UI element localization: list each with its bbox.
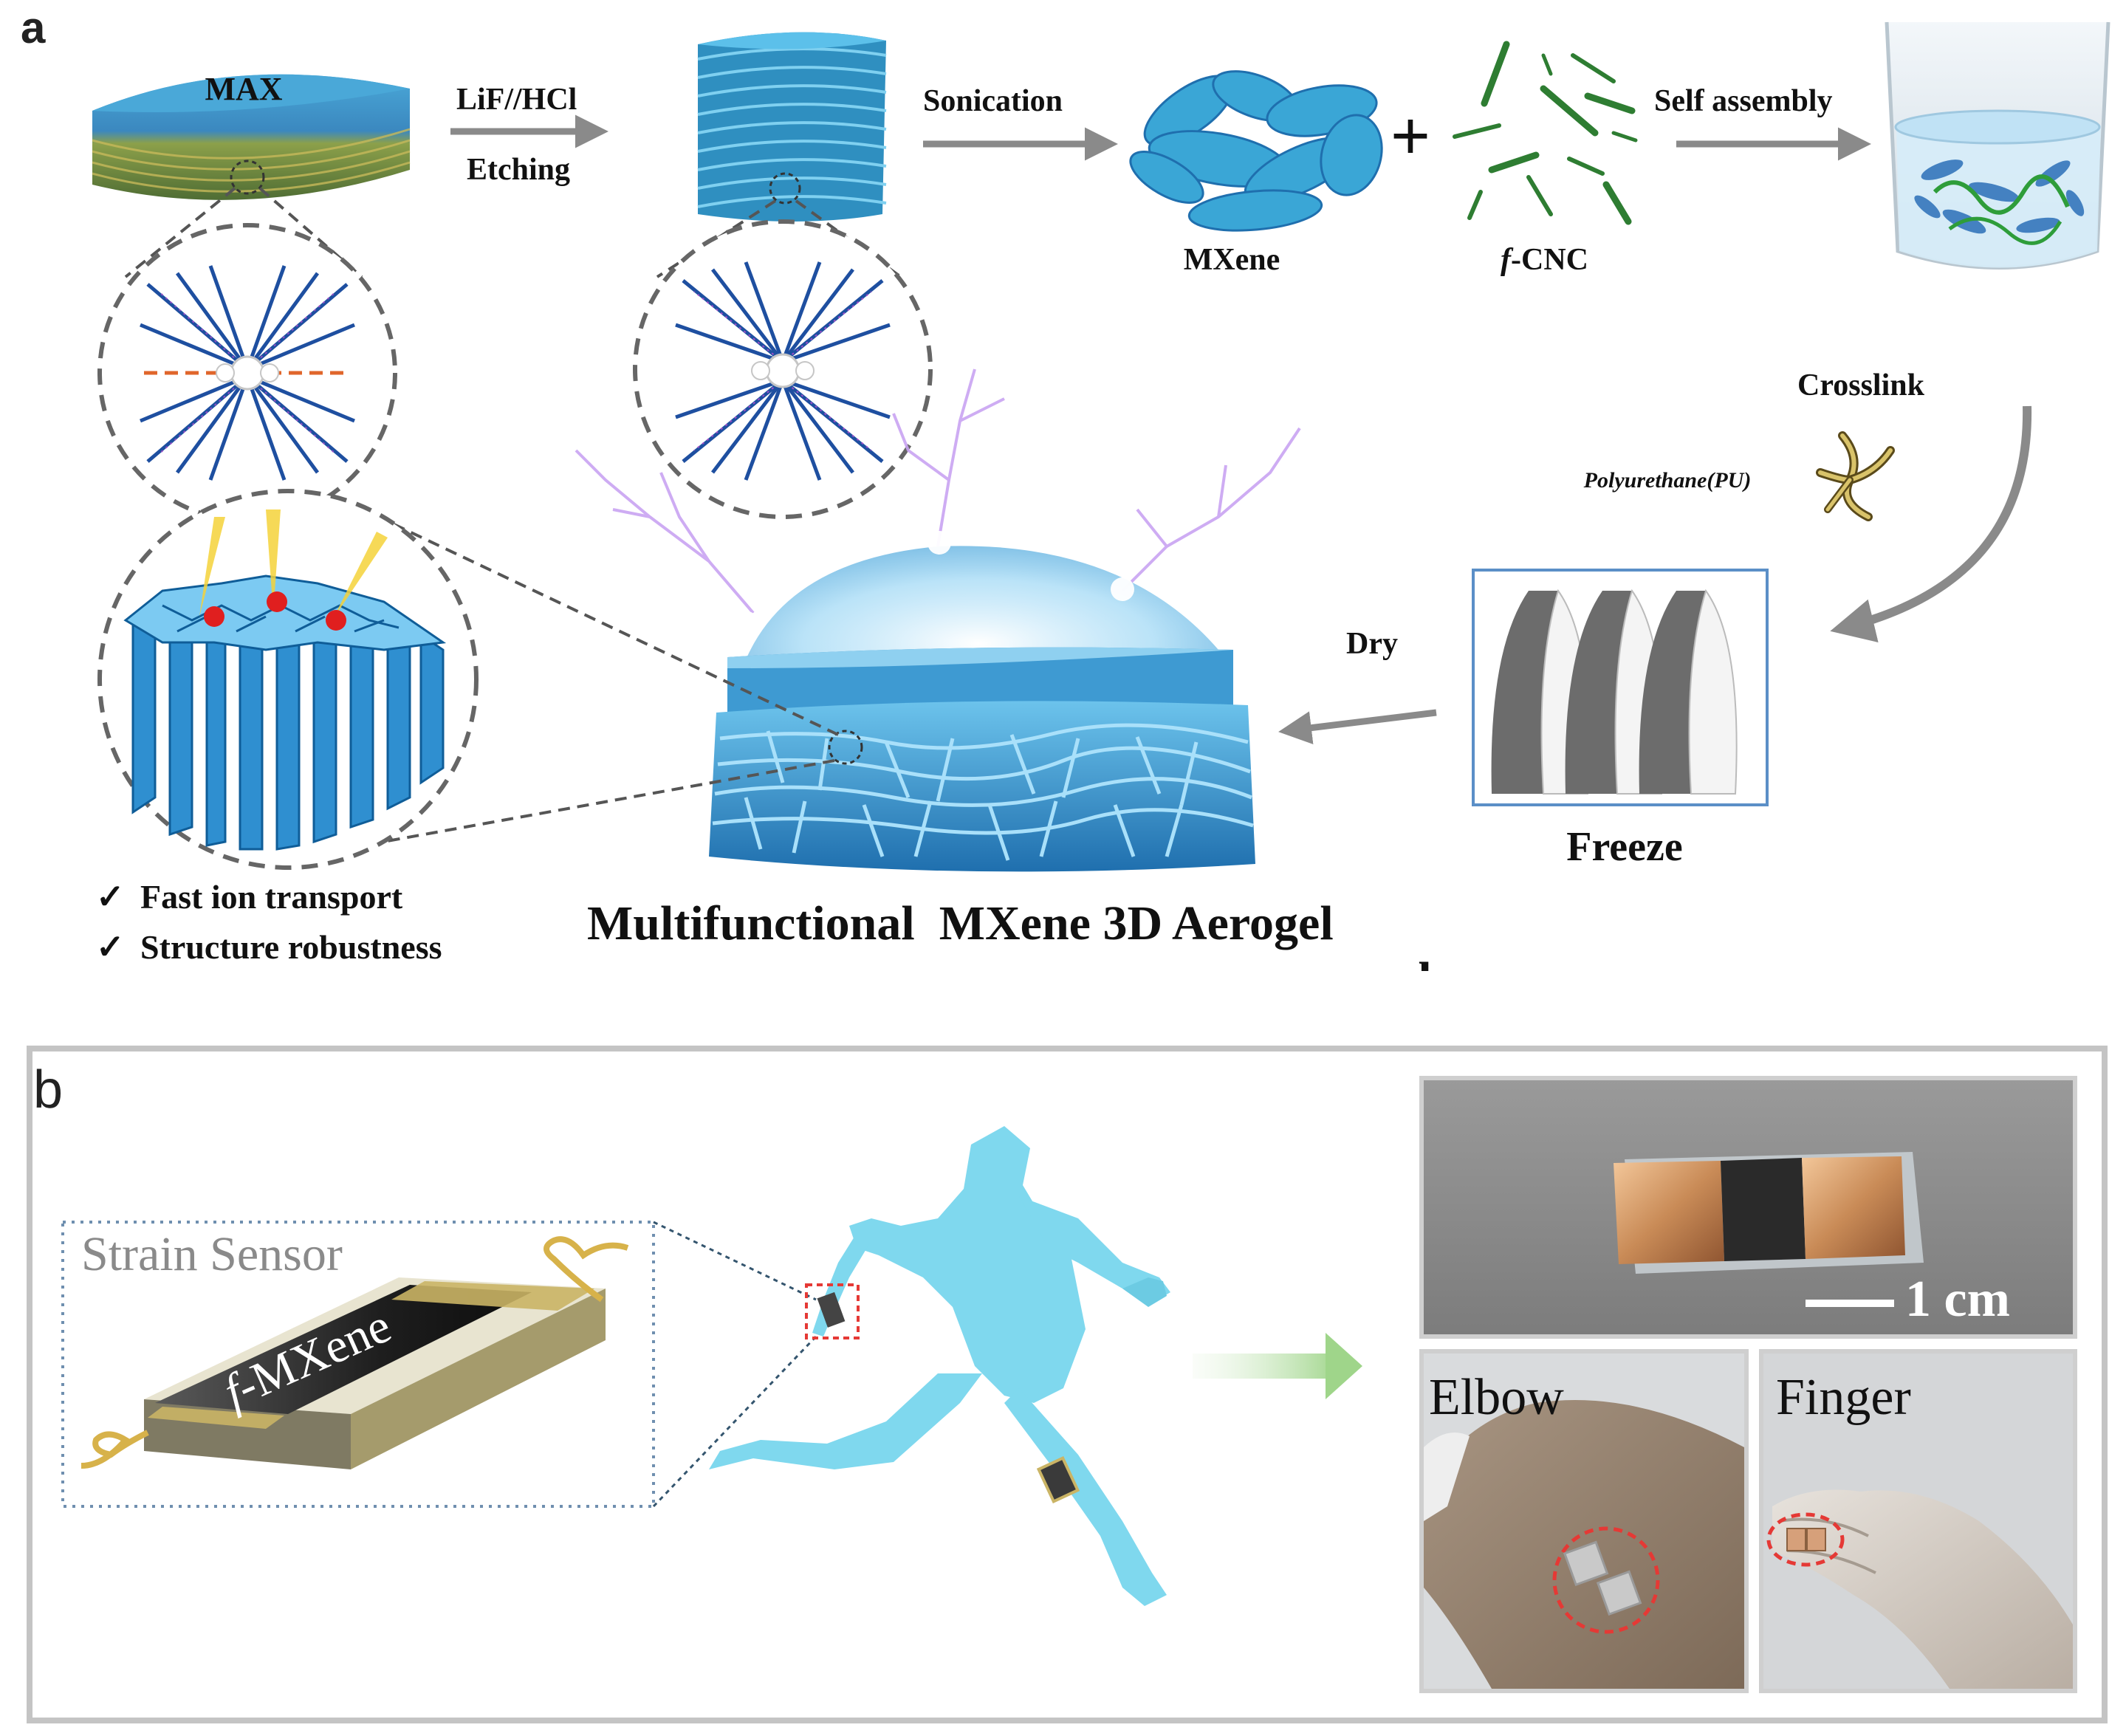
multilayer-mxene-stack [697,32,887,222]
feature-check-1: ✓ [96,878,125,916]
plus-sign: + [1391,98,1430,174]
aerogel-title: Multifunctional MXene 3D Aerogel [587,896,1334,950]
beaker [1885,21,2110,270]
max-phase-slab [92,74,411,200]
pu-label: Polyurethane(PU) [1583,468,1752,493]
elbow-photo [1419,1349,1749,1693]
mxene-crystal-zoom [633,219,933,519]
self-assembly-label: Self assembly [1654,84,1833,118]
max-label: MAX [205,71,282,107]
dry-label: Dry [1346,627,1398,661]
elbow-label: Elbow [1429,1369,1564,1426]
cnc-label-prefix: f [1501,243,1514,277]
sensor-title: Strain Sensor [81,1227,343,1281]
panel-b-label: b [33,1060,63,1119]
max-crystal-zoom [97,223,397,523]
dry-arrow [1278,709,1437,744]
freeze-box [1472,569,1769,806]
feature-structure-robustness: Structure robustness [140,928,442,966]
crosslink-arrow [1830,405,2032,643]
sensor-wire-right [543,1236,629,1303]
device-photo [1419,1076,2077,1339]
running-figure [709,1126,1170,1606]
pu-molecule [1816,431,1895,521]
etching-label: Etching [467,153,570,187]
result-arrow [1193,1333,1362,1399]
lightning-bolts [575,368,1301,614]
honeycomb-zoom [97,489,479,870]
cnc-rods [1453,41,1638,225]
feature-check-2: ✓ [96,928,125,966]
etch-reagent-label: LiF//HCl [456,83,577,117]
figure-sensor-elbow [805,1283,860,1339]
stray-mark-clip: d [1405,953,1432,1006]
figure-sensor-knee [1036,1455,1080,1504]
strain-sensor-device [144,1277,606,1469]
scale-bar-label: 1 cm [1905,1271,2010,1328]
max-zoom-lines [124,187,363,278]
panel-a-label: a [21,3,46,52]
finger-photo [1759,1349,2077,1693]
sonication-label: Sonication [923,84,1063,118]
mxene-flakes [1129,70,1383,232]
stray-mark: d [1405,953,1432,1006]
cnc-label: f-CNC [1501,243,1588,277]
freeze-label: Freeze [1566,824,1682,870]
mxene-label: MXene [1184,243,1280,277]
sensor-box [61,1221,655,1508]
sensor-zoom-lines [652,1221,817,1508]
aerogel-block [709,531,1255,872]
feature-fast-ion-transport: Fast ion transport [140,878,403,916]
cnc-label-suffix: -CNC [1511,243,1588,277]
sensor-wire-left [80,1430,149,1469]
finger-label: Finger [1776,1369,1911,1426]
crosslink-label: Crosslink [1797,368,1925,402]
